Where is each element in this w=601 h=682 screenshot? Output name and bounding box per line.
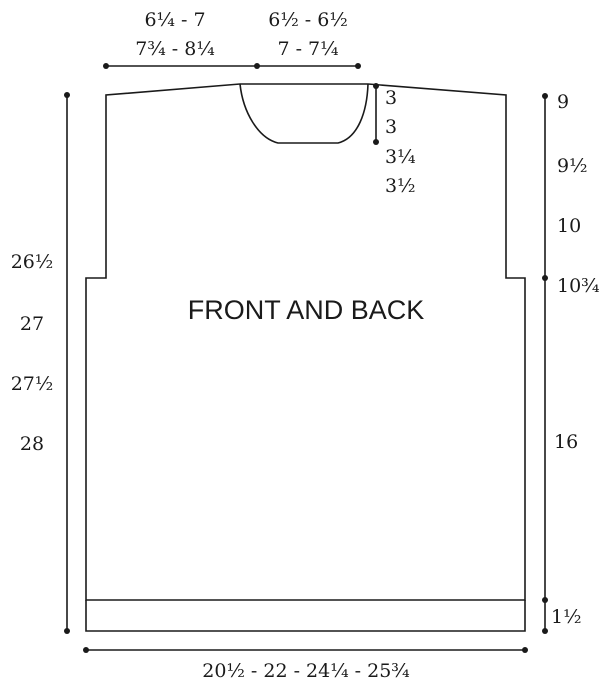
neck-depth-label-1: 3 (385, 87, 397, 109)
body-length-label-1: 26½ (11, 251, 54, 273)
right-line-rib-dot (542, 597, 548, 603)
neck-depth-top-dot (373, 83, 379, 89)
body-length-label-4: 28 (20, 433, 44, 455)
top-left-label-2: 7¾ - 8¼ (135, 38, 215, 60)
top-right-label-2: 7 - 7¼ (277, 38, 338, 60)
schematic-title: FRONT AND BACK (188, 295, 425, 325)
right-line-bottom-dot (542, 628, 548, 634)
side-length-label: 16 (554, 431, 578, 453)
width-line-right-dot (522, 647, 528, 653)
top-left-label-1: 6¼ - 7 (144, 9, 205, 31)
body-length-top-dot (64, 92, 70, 98)
shoulder-line-end-dot (355, 63, 361, 69)
shoulder-line-start-dot (103, 63, 109, 69)
width-line-left-dot (83, 647, 89, 653)
ribbing-band (85, 600, 526, 632)
neck-depth-label-3: 3¼ (385, 146, 416, 168)
shoulder-line-mid-dot (254, 63, 260, 69)
neck-depth-label-2: 3 (385, 116, 397, 138)
body-length-label-3: 27½ (11, 373, 54, 395)
body-length-label-2: 27 (20, 313, 44, 335)
armhole-label-2: 9½ (557, 155, 588, 177)
neck-depth-label-4: 3½ (385, 175, 416, 197)
neck-depth-bottom-dot (373, 139, 379, 145)
right-line-armhole-dot (542, 275, 548, 281)
garment-outline (85, 83, 526, 601)
armhole-label-3: 10 (557, 215, 581, 237)
armhole-label-4: 10¾ (557, 275, 600, 297)
top-right-label-1: 6½ - 6½ (268, 9, 348, 31)
body-length-bottom-dot (64, 628, 70, 634)
ribbing-label: 1½ (551, 606, 582, 628)
neckline-curve (239, 83, 369, 144)
width-label: 20½ - 22 - 24¼ - 25¾ (202, 660, 409, 682)
armhole-label-1: 9 (557, 91, 569, 113)
right-line-top-dot (542, 93, 548, 99)
